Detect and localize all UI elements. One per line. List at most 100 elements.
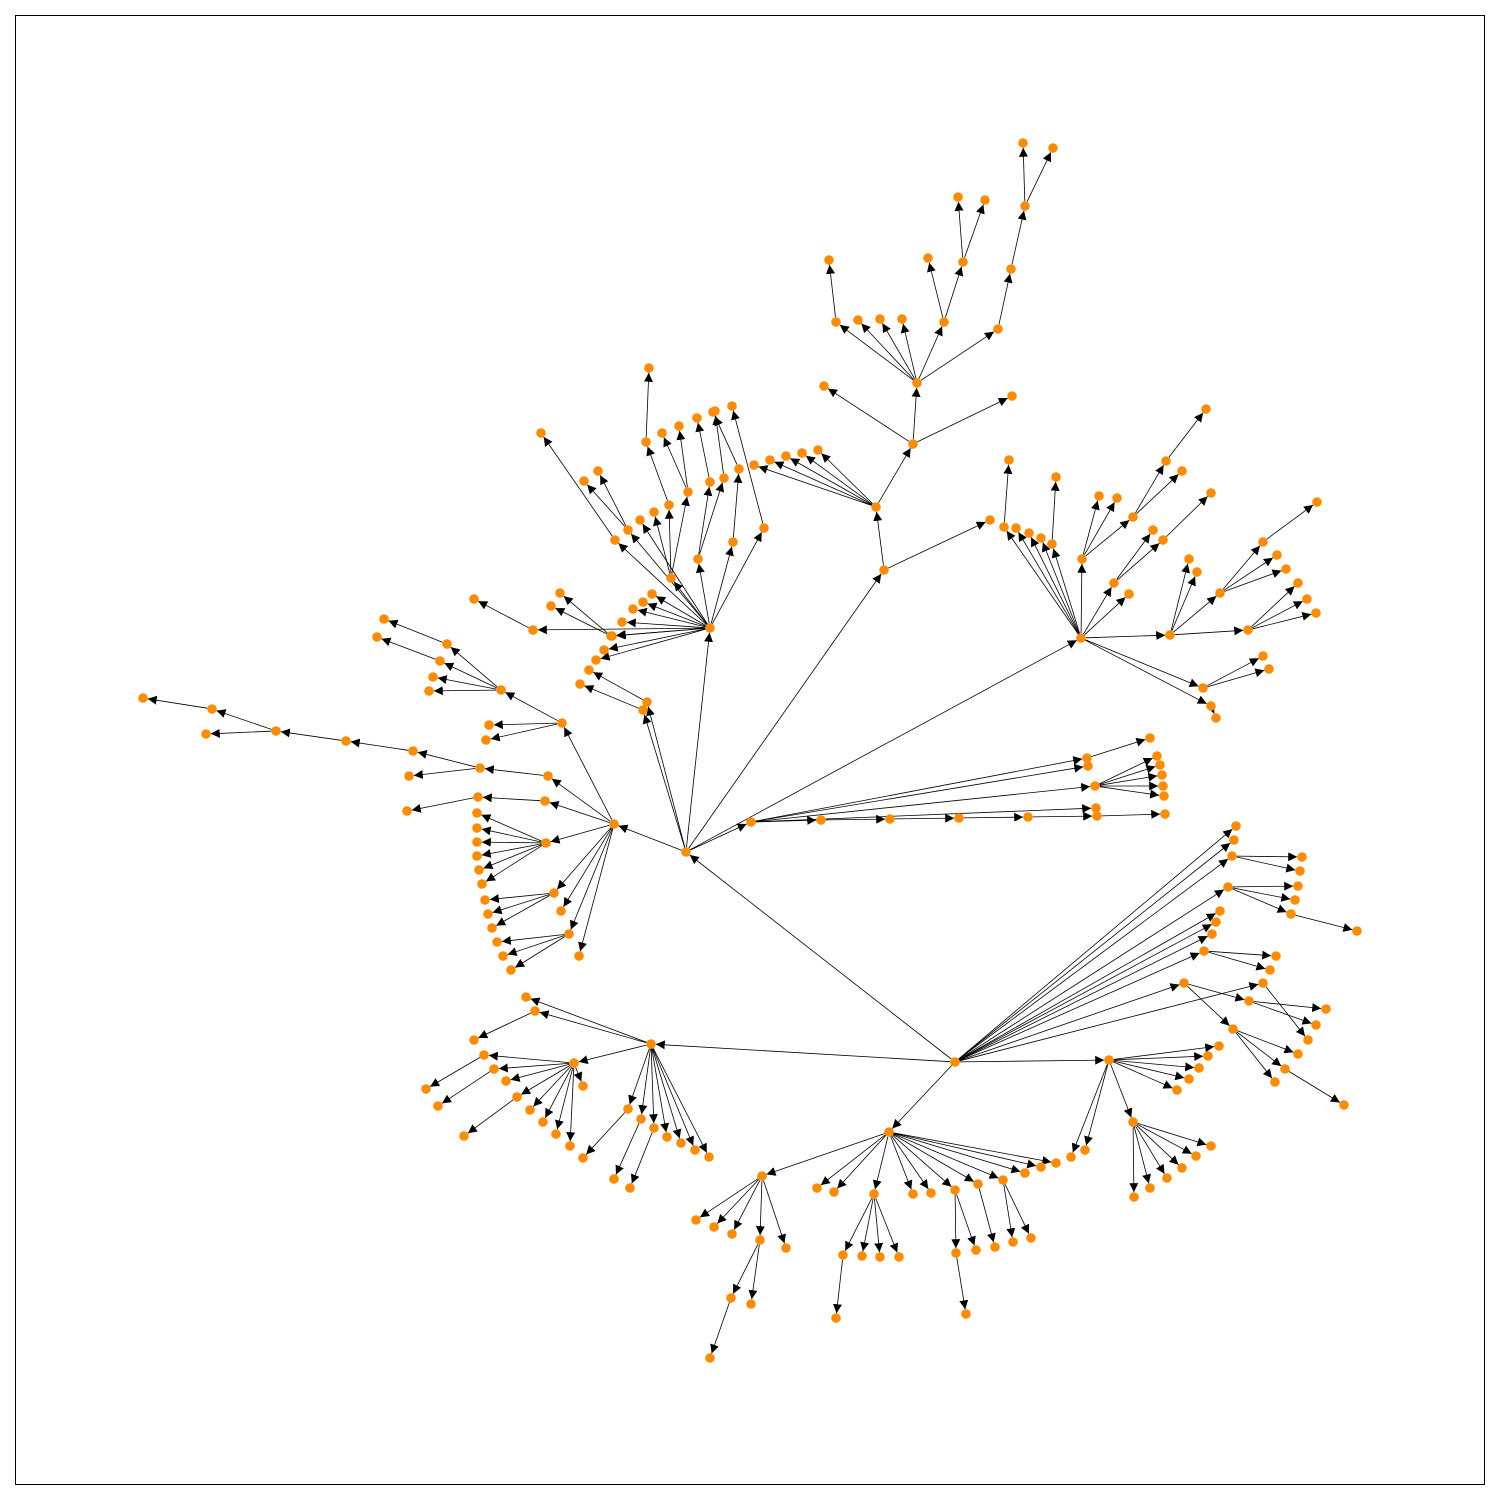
graph-edge — [774, 461, 872, 506]
graph-edge — [959, 982, 1259, 1062]
graph-node — [530, 1006, 540, 1016]
graph-node — [1160, 809, 1170, 819]
graph-node — [693, 554, 703, 564]
graph-node — [816, 815, 826, 825]
graph-edge — [600, 628, 706, 661]
graph-edge — [1101, 809, 1161, 819]
graph-edge — [484, 765, 544, 776]
graph-edge — [520, 1065, 571, 1095]
graph-edge — [755, 804, 1092, 823]
graph-edge — [481, 814, 542, 842]
graph-node — [628, 604, 638, 614]
graph-node — [1293, 578, 1303, 588]
graph-node — [1007, 391, 1017, 401]
graph-edge — [671, 496, 690, 574]
graph-node — [734, 464, 744, 474]
graph-edge — [1030, 537, 1080, 634]
graph-node — [138, 693, 148, 703]
graph-edge — [790, 458, 872, 505]
graph-node — [506, 965, 516, 975]
graph-edge — [1113, 1061, 1173, 1089]
graph-node — [207, 704, 217, 714]
graph-edge — [959, 935, 1208, 1061]
graph-node — [781, 451, 791, 461]
graph-edge — [712, 415, 724, 474]
graph-edge — [1085, 639, 1207, 705]
graph-edge — [642, 523, 708, 625]
graph-edge — [630, 1132, 653, 1184]
graph-edge — [1136, 474, 1179, 514]
graph-node — [484, 720, 494, 730]
graph-edge — [839, 324, 914, 381]
graph-edge — [638, 1048, 651, 1115]
graph-node — [1172, 1085, 1182, 1095]
graph-edge — [1235, 1032, 1273, 1079]
graph-edge — [1099, 786, 1160, 799]
graph-edge — [566, 1067, 576, 1142]
graph-edge — [646, 446, 668, 501]
graph-edge — [556, 827, 612, 890]
graph-edge — [646, 706, 686, 848]
graph-edge — [481, 837, 542, 847]
graph-edge — [958, 828, 1233, 1060]
graph-edge — [755, 1180, 765, 1236]
graph-node — [1199, 946, 1209, 956]
graph-node — [1051, 472, 1061, 482]
graph-edge — [1084, 502, 1115, 555]
graph-node — [623, 1104, 633, 1114]
graph-edge — [956, 1257, 969, 1310]
graph-edge — [664, 509, 674, 574]
graph-edge — [618, 543, 707, 625]
graph-node — [642, 697, 652, 707]
graph-edge — [1135, 464, 1164, 514]
graph-edge — [626, 618, 706, 629]
graph-node — [831, 317, 841, 327]
graph-edge — [599, 475, 627, 526]
graph-node — [480, 895, 490, 905]
graph-edge — [755, 756, 1083, 822]
graph-edge — [690, 639, 1077, 851]
graph-node — [1177, 466, 1187, 476]
graph-edge — [549, 801, 610, 823]
graph-edge — [653, 516, 671, 574]
graph-edge — [766, 1133, 885, 1176]
graph-edge — [755, 763, 1084, 822]
graph-node — [1128, 512, 1138, 522]
graph-node — [638, 597, 648, 607]
graph-node — [1295, 866, 1305, 876]
graph-node — [1145, 733, 1155, 743]
graph-node — [424, 686, 434, 696]
graph-edge — [411, 797, 474, 813]
graph-node — [897, 314, 907, 324]
graph-node — [1006, 264, 1016, 274]
graph-node — [853, 315, 863, 325]
graph-node — [481, 735, 491, 745]
graph-node — [705, 623, 715, 633]
graph-node — [797, 448, 807, 458]
graph-edge — [892, 1134, 952, 1188]
graph-node — [755, 1235, 765, 1245]
graph-edge — [433, 686, 497, 696]
graph-edge — [1135, 1125, 1165, 1175]
graph-edge — [501, 934, 565, 945]
graph-node — [1177, 1163, 1187, 1173]
graph-node — [536, 428, 546, 438]
graph-node — [664, 500, 674, 510]
graph-edge — [893, 1133, 999, 1179]
graph-edge — [1236, 856, 1296, 873]
graph-node — [1227, 851, 1237, 861]
graph-node — [579, 476, 589, 486]
graph-edge — [873, 511, 884, 566]
graph-edge — [1208, 951, 1266, 971]
graph-node — [474, 865, 484, 875]
graph-node — [1152, 751, 1162, 761]
graph-edge — [888, 521, 986, 569]
graph-node — [912, 378, 922, 388]
graph-edge — [1113, 1060, 1195, 1072]
graph-edge — [1041, 542, 1080, 634]
graph-edge — [958, 889, 1225, 1060]
graph-node — [973, 1179, 983, 1189]
graph-edge — [1173, 595, 1217, 633]
graph-edge — [1253, 1001, 1322, 1013]
graph-edge — [1011, 210, 1027, 265]
